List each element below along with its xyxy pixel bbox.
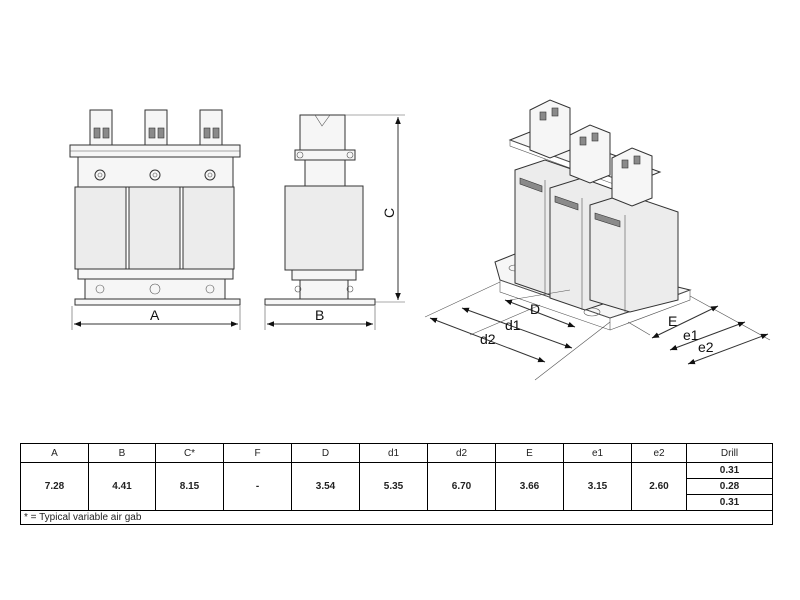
front-view: A: [69, 109, 241, 330]
drill-value-2: 0.28: [686, 478, 773, 495]
value-e: 3.66: [495, 462, 564, 511]
value-d2: 6.70: [427, 462, 496, 511]
value-d1: 5.35: [359, 462, 428, 511]
value-f: -: [223, 462, 292, 511]
drill-value-3: 0.31: [686, 494, 773, 511]
value-a: 7.28: [20, 462, 89, 511]
dim-label-d1: d1: [505, 317, 521, 333]
header-c: C*: [155, 443, 224, 463]
dim-label-b: B: [315, 307, 324, 323]
dim-label-a: A: [150, 307, 160, 323]
dim-label-d: D: [530, 301, 540, 317]
reactor-dimension-drawing: A B C: [69, 99, 771, 381]
value-c: 8.15: [155, 462, 224, 511]
header-f: F: [223, 443, 292, 463]
value-b: 4.41: [88, 462, 156, 511]
footnote: * = Typical variable air gab: [20, 510, 773, 525]
header-drill: Drill: [686, 443, 773, 463]
value-e1: 3.15: [563, 462, 632, 511]
value-d: 3.54: [291, 462, 360, 511]
value-e2: 2.60: [631, 462, 687, 511]
isometric-view: d2 d1 D E e1 e2: [424, 99, 771, 381]
drill-value-1: 0.31: [686, 462, 773, 479]
header-a: A: [20, 443, 89, 463]
spec-table-header-row: A B C* F D d1 d2 E e1 e2 Drill: [20, 443, 773, 463]
header-b: B: [88, 443, 156, 463]
header-d: D: [291, 443, 360, 463]
header-e2: e2: [631, 443, 687, 463]
dim-label-e2: e2: [698, 339, 714, 355]
header-e1: e1: [563, 443, 632, 463]
front-terminal-blocks: [89, 109, 223, 146]
dimension-spec-table: A B C* F D d1 d2 E e1 e2 Drill 7.28 4.41…: [20, 443, 773, 525]
header-e: E: [495, 443, 564, 463]
header-d1: d1: [359, 443, 428, 463]
dim-label-d2: d2: [480, 331, 496, 347]
side-view: B C: [264, 114, 405, 330]
spec-table-row: 7.28 4.41 8.15 - 3.54 5.35 6.70 3.66 3.1…: [20, 462, 773, 511]
header-d2: d2: [427, 443, 496, 463]
dim-label-e1: e1: [683, 327, 699, 343]
dim-label-c: C: [381, 208, 397, 218]
spec-table-footnote-row: * = Typical variable air gab: [20, 510, 773, 525]
dim-label-e: E: [668, 313, 677, 329]
